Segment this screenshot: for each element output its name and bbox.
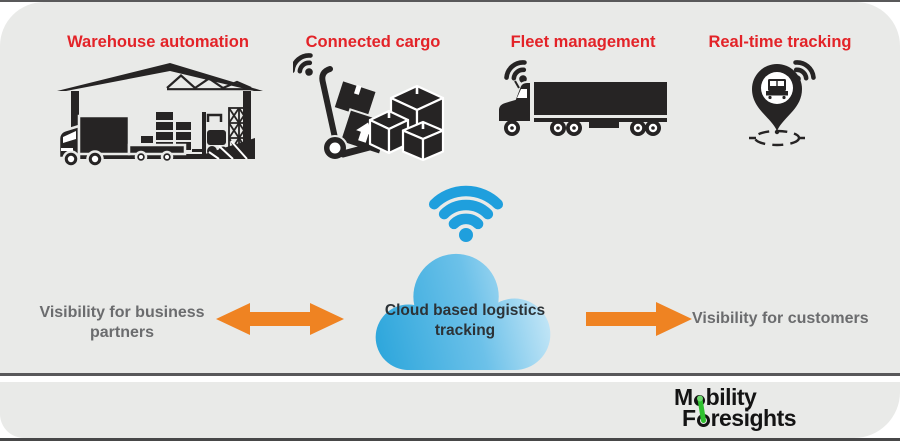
top-border-line — [0, 0, 900, 2]
right-arrow-icon — [586, 302, 692, 336]
connected-cargo-icon — [293, 50, 445, 162]
wifi-icon — [428, 185, 504, 242]
fleet-truck-icon — [497, 55, 667, 136]
visibility-customers-label: Visibility for customers — [692, 310, 869, 327]
cloud-icon — [375, 253, 551, 371]
bottom-border-line — [0, 438, 900, 441]
location-pin-icon — [749, 55, 840, 147]
heading-fleet-management: Fleet management — [510, 33, 656, 51]
cloud-label: Cloud based logistics tracking — [384, 302, 546, 339]
warehouse-icon — [57, 63, 263, 168]
footer-bar — [0, 382, 900, 438]
visibility-business-partners-label: Visibility for business partners — [39, 304, 205, 341]
double-headed-arrow-icon — [216, 303, 344, 335]
logo-piston-rod-icon — [697, 395, 706, 423]
wifi-signal-icon — [293, 52, 320, 83]
heading-warehouse-automation: Warehouse automation — [67, 33, 249, 51]
cloud-shape — [375, 253, 551, 371]
heading-connected-cargo: Connected cargo — [305, 33, 441, 51]
heading-real-time-tracking: Real-time tracking — [708, 33, 852, 51]
